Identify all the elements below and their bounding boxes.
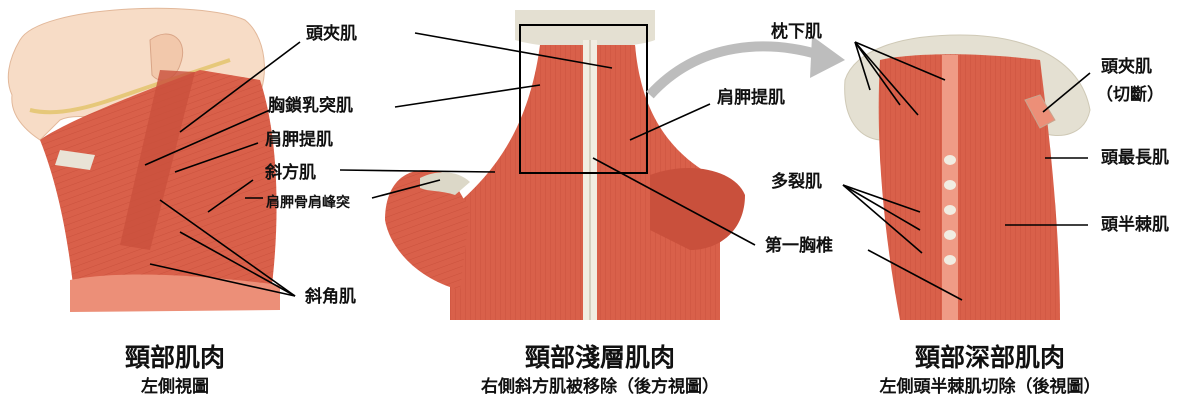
left-neck-illustration <box>7 7 280 312</box>
caption-title-middle: 頸部淺層肌肉 <box>524 343 675 372</box>
label-splenius-capitis-left: 頭夾肌 <box>306 24 357 44</box>
label-suboccipital: 枕下肌 <box>771 22 822 42</box>
label-splenius-cut: 頭夾肌 <box>1101 57 1152 77</box>
caption-title-left: 頸部肌肉 <box>124 343 225 372</box>
caption-title-right: 頸部深部肌肉 <box>914 343 1065 372</box>
caption-subtitle-middle: 右側斜方肌被移除（後方視圖） <box>481 377 719 397</box>
zoom-arrowhead-icon <box>810 36 845 78</box>
label-acromion: 肩胛骨肩峰突 <box>266 195 350 211</box>
label-splenius-cut-note: （切斷） <box>1096 85 1164 105</box>
zoom-arrow <box>646 41 822 99</box>
label-multifidus: 多裂肌 <box>771 172 822 192</box>
label-first-thoracic-vertebra: 第一胸椎 <box>765 236 833 256</box>
label-semispinalis-capitis: 頭半棘肌 <box>1101 215 1169 235</box>
label-longissimus-capitis: 頭最長肌 <box>1101 148 1169 168</box>
caption-subtitle-right: 左側頭半棘肌切除（後視圖） <box>879 377 1101 397</box>
label-scalenes: 斜角肌 <box>305 287 356 307</box>
leader-lines <box>144 32 1091 301</box>
middle-neck-illustration <box>385 10 745 320</box>
right-neck-illustration <box>844 34 1091 320</box>
caption-subtitle-left: 左側視圖 <box>141 377 209 397</box>
label-levator-scapulae-left: 肩胛提肌 <box>265 130 333 150</box>
label-levator-scapulae-middle: 肩胛提肌 <box>717 88 785 108</box>
label-trapezius: 斜方肌 <box>265 163 316 183</box>
label-sternocleidomastoid: 胸鎖乳突肌 <box>268 96 353 116</box>
